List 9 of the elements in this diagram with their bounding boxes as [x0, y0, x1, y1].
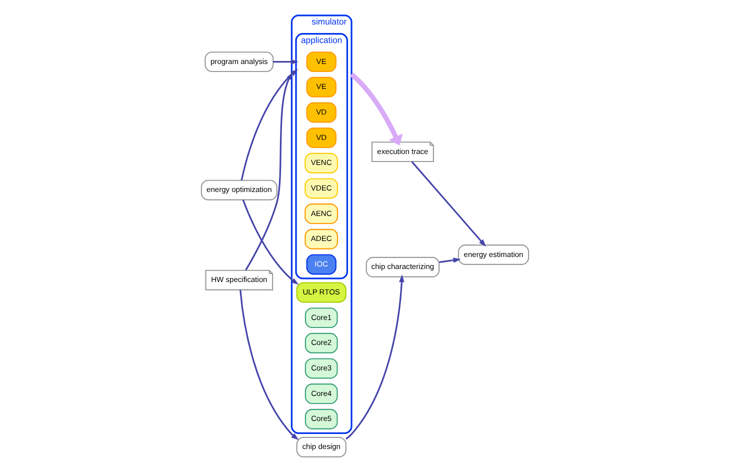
- arrow: [345, 274, 404, 440]
- arrow: [438, 257, 460, 262]
- arrow: [239, 289, 298, 440]
- arrow: [272, 58, 298, 64]
- arrow: [242, 199, 298, 284]
- arrow: [349, 72, 402, 145]
- arrow: [240, 68, 298, 180]
- arrow: [244, 72, 292, 270]
- arrow: [410, 160, 486, 246]
